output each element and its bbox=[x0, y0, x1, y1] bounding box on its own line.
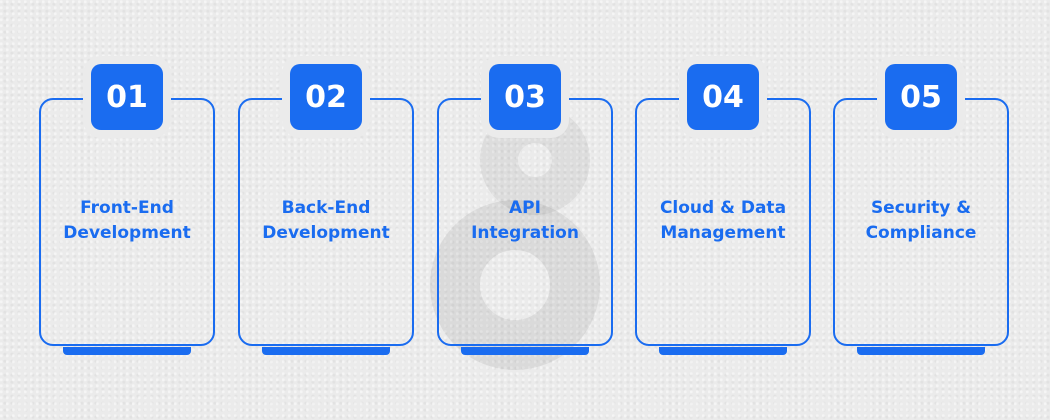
card-security-compliance: 05 Security & Compliance bbox=[833, 64, 1009, 355]
step-number-badge: 05 bbox=[885, 64, 957, 130]
step-number-badge: 02 bbox=[290, 64, 362, 130]
card-back-end-development: 02 Back-End Development bbox=[238, 64, 414, 355]
card-label: Front-End Development bbox=[63, 198, 191, 243]
card-label: API Integration bbox=[471, 198, 579, 243]
card-label: Cloud & Data Management bbox=[659, 198, 787, 243]
card-front-end-development: 01 Front-End Development bbox=[39, 64, 215, 355]
step-number-badge: 04 bbox=[687, 64, 759, 130]
card-base-bar bbox=[262, 347, 390, 355]
card-label: Security & Compliance bbox=[865, 198, 977, 243]
card-base-bar bbox=[63, 347, 191, 355]
card-base-bar bbox=[659, 347, 787, 355]
card-label: Back-End Development bbox=[262, 198, 390, 243]
step-number-badge: 01 bbox=[91, 64, 163, 130]
card-api-integration: 03 API Integration bbox=[437, 64, 613, 355]
card-base-bar bbox=[857, 347, 985, 355]
card-base-bar bbox=[461, 347, 589, 355]
card-cloud-data-management: 04 Cloud & Data Management bbox=[635, 64, 811, 355]
step-number-badge: 03 bbox=[489, 64, 561, 130]
